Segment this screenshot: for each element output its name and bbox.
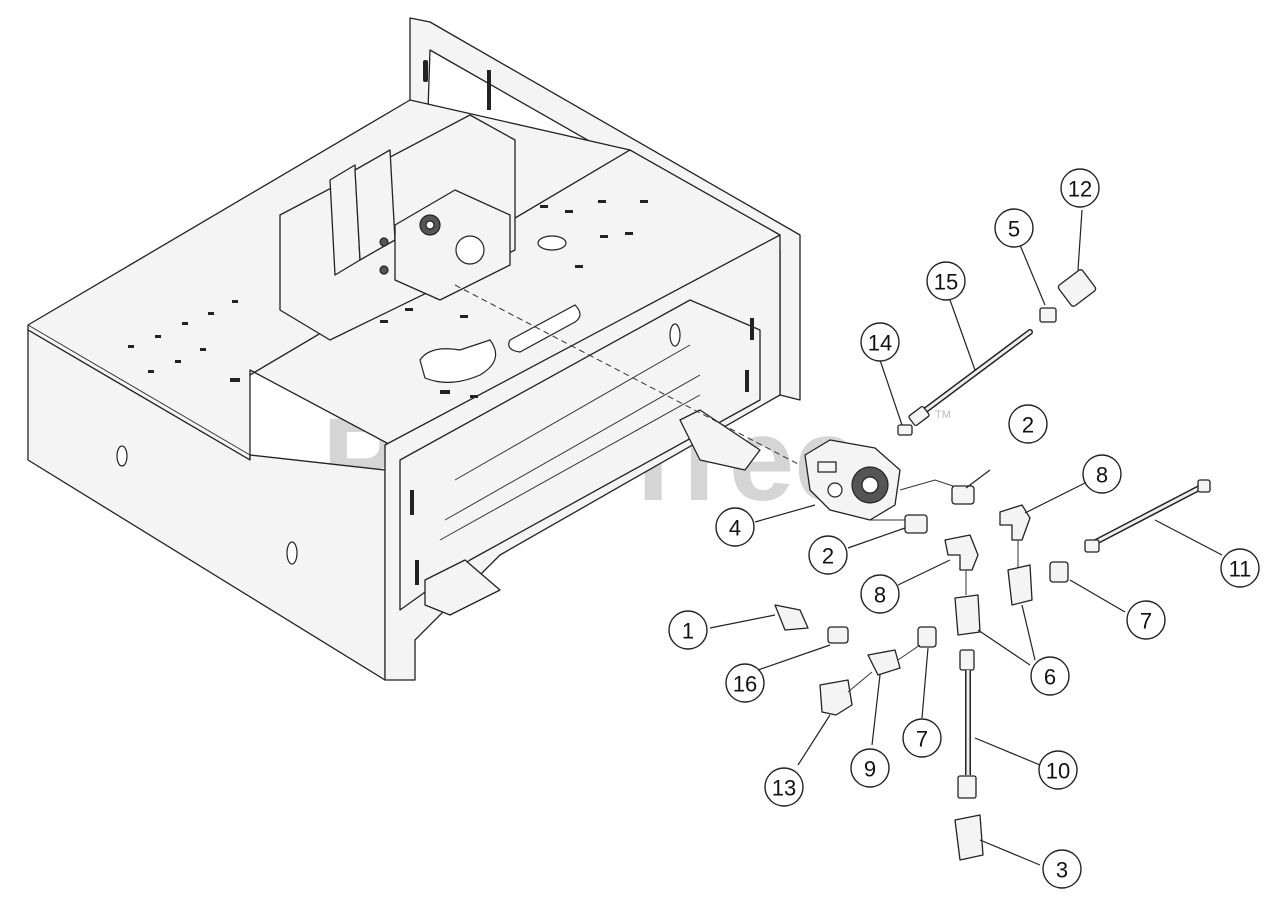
fitting-2-lower	[904, 514, 928, 534]
svg-text:7: 7	[916, 727, 928, 752]
callout-2-lower[interactable]: 2	[808, 535, 848, 575]
wall-slot	[410, 490, 414, 515]
callout-7-right[interactable]: 7	[1126, 600, 1166, 640]
deck-hole	[537, 235, 567, 251]
svg-text:11: 11	[1229, 557, 1252, 582]
svg-text:5: 5	[1008, 217, 1020, 242]
elbow-8-lower	[944, 534, 979, 571]
deck-cutout	[508, 304, 581, 353]
inner-channel	[399, 299, 761, 611]
engine-mount-bracket	[279, 114, 516, 341]
svg-text:1: 1	[682, 619, 694, 644]
svg-text:2: 2	[1022, 413, 1034, 438]
callout-5[interactable]: 5	[994, 208, 1034, 248]
svg-text:6: 6	[1044, 665, 1056, 690]
callout-4[interactable]: 4	[715, 507, 755, 547]
callout-10[interactable]: 10	[1038, 750, 1078, 790]
callout-1[interactable]: 1	[668, 610, 708, 650]
coupler-3	[954, 814, 984, 861]
elbow-13	[819, 679, 853, 716]
wall-slot	[745, 370, 749, 392]
valve-1	[774, 604, 809, 631]
fitting-7-lower	[917, 626, 937, 648]
callout-15[interactable]: 15	[926, 261, 966, 301]
tee-9	[867, 649, 901, 676]
side-hole	[116, 445, 128, 467]
fitting-14	[897, 424, 913, 436]
svg-text:7: 7	[1140, 609, 1152, 634]
svg-text:10: 10	[1046, 759, 1070, 784]
fitting-16	[827, 626, 849, 644]
frame-assembly	[27, 17, 801, 681]
hydraulic-pump	[804, 439, 901, 521]
fitting-12	[1057, 269, 1097, 307]
tee-6-upper	[1007, 564, 1033, 606]
rear-slot	[423, 60, 428, 82]
svg-text:2: 2	[822, 544, 834, 569]
side-hole	[669, 323, 681, 347]
callout-8-lower[interactable]: 8	[860, 574, 900, 614]
side-bracket	[679, 409, 761, 471]
front-bracket	[424, 559, 501, 616]
callout-3[interactable]: 3	[1042, 849, 1082, 889]
svg-text:14: 14	[868, 331, 892, 356]
svg-text:3: 3	[1056, 858, 1068, 883]
tee-6-lower	[954, 594, 981, 636]
elbow-8-upper	[999, 504, 1031, 541]
svg-text:15: 15	[934, 270, 958, 295]
svg-text:12: 12	[1068, 177, 1092, 202]
wall-slot	[750, 318, 754, 340]
callout-2-upper[interactable]: 2	[1008, 404, 1048, 444]
deck-cutout	[419, 339, 497, 383]
wall-slot	[415, 560, 419, 585]
fitting-2-upper	[951, 485, 975, 505]
callout-16[interactable]: 16	[725, 663, 765, 703]
callout-11[interactable]: 11	[1220, 548, 1260, 588]
svg-text:8: 8	[1096, 463, 1108, 488]
rear-slot	[487, 70, 491, 110]
mount-upright	[354, 149, 396, 261]
svg-text:16: 16	[733, 672, 757, 697]
fitting-7-right	[1049, 561, 1069, 583]
hydraulic-parts	[454, 269, 1211, 861]
callout-13[interactable]: 13	[764, 767, 804, 807]
watermark-trademark: TM	[935, 409, 951, 421]
callout-9[interactable]: 9	[850, 748, 890, 788]
callout-7-lower[interactable]: 7	[902, 718, 942, 758]
callouts: 1 2 2 3 4 5 6 7 7 8 8 9 10 11 12 13 14 1…	[668, 168, 1260, 889]
svg-text:4: 4	[729, 516, 741, 541]
svg-text:9: 9	[864, 757, 876, 782]
leader-lines	[709, 209, 1223, 866]
svg-text:8: 8	[874, 583, 886, 608]
callout-14[interactable]: 14	[860, 322, 900, 362]
fitting-5	[1039, 307, 1057, 323]
svg-text:13: 13	[772, 776, 796, 801]
pulley-hole	[455, 235, 485, 265]
side-hole	[286, 541, 298, 565]
callout-6[interactable]: 6	[1030, 656, 1070, 696]
callout-8-upper[interactable]: 8	[1082, 454, 1122, 494]
callout-12[interactable]: 12	[1060, 168, 1100, 208]
